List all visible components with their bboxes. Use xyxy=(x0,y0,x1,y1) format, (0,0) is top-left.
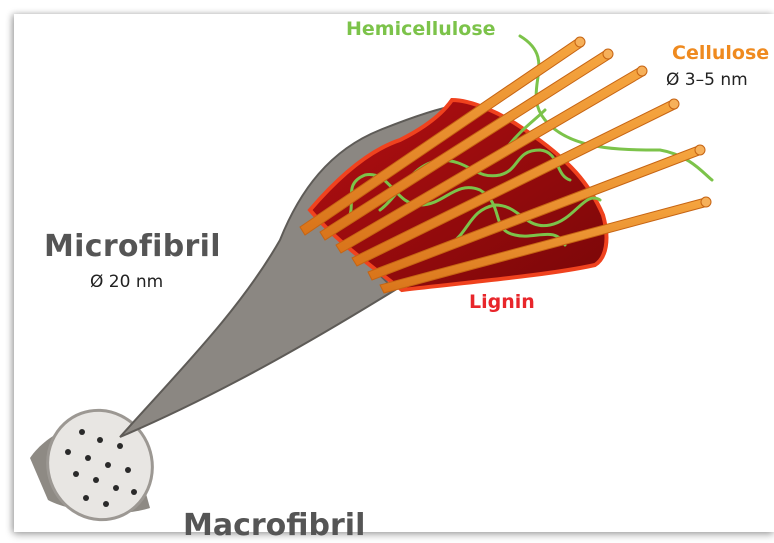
lignin-label: Lignin xyxy=(469,291,535,313)
cellulose-diameter-label: Ø 3–5 nm xyxy=(666,70,748,90)
cellulose-label: Cellulose xyxy=(672,42,769,64)
hemicellulose-label: Hemicellulose xyxy=(346,18,496,40)
microfibril-label: Microfibril xyxy=(44,229,221,264)
macrofibril-label: Macrofibril xyxy=(183,508,365,543)
microfibril-diameter-label: Ø 20 nm xyxy=(90,272,163,292)
